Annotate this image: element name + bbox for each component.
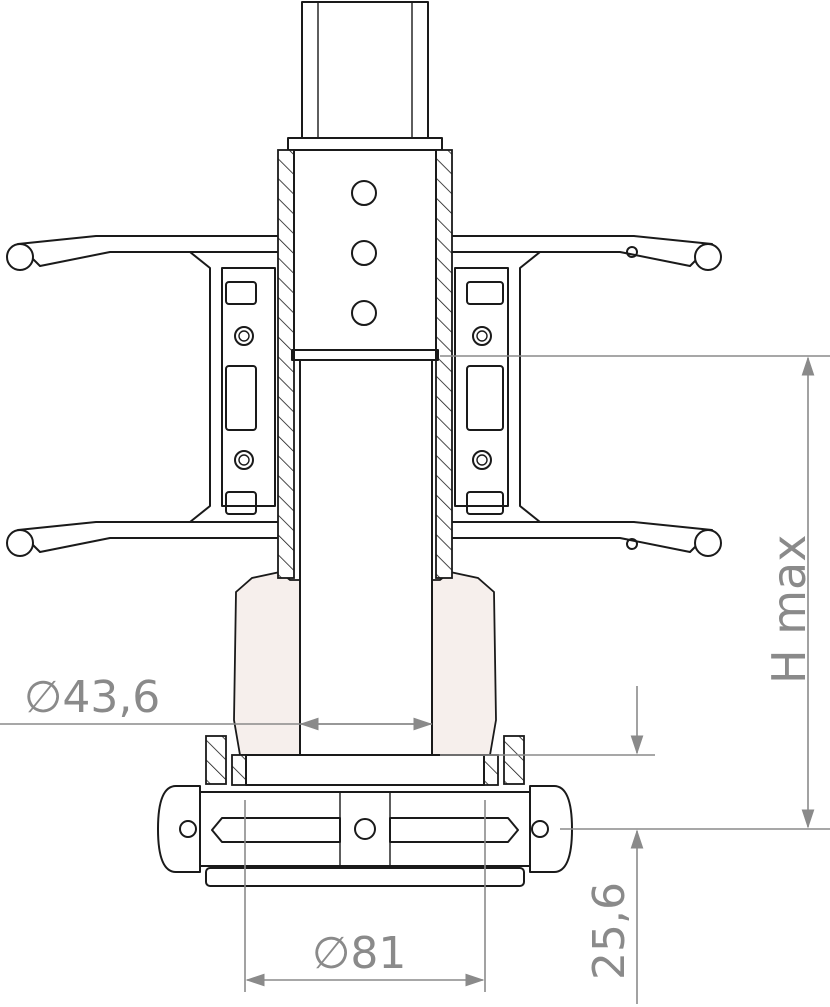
right-arm-bracket <box>449 235 722 557</box>
outer-sleeve <box>277 149 453 579</box>
label-diameter-inner: ∅43,6 <box>24 672 160 723</box>
label-diameter-outer: ∅81 <box>312 928 406 979</box>
label-max-height: H max <box>762 535 816 684</box>
dimension-max-height: H max <box>440 355 830 829</box>
top-tube <box>287 1 443 151</box>
dimension-diameter-inner: ∅43,6 <box>0 672 433 731</box>
label-offset-height: 25,6 <box>584 882 635 980</box>
left-arm-bracket <box>6 235 281 557</box>
lower-collar <box>205 735 525 786</box>
wheel-housing <box>157 785 573 887</box>
lower-body <box>233 571 497 756</box>
dimension-diameter-outer: ∅81 <box>244 800 486 992</box>
dimension-offset-height: 25,6 <box>440 686 830 1004</box>
inner-tube <box>299 359 433 756</box>
